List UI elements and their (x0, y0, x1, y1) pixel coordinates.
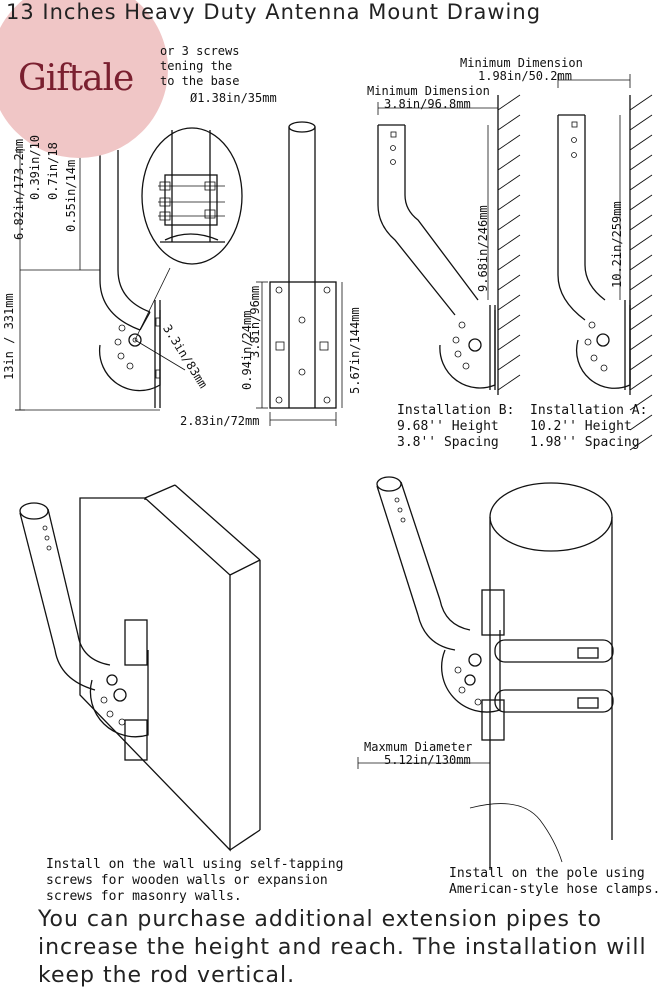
install-a-min-value: 1.98in/50.2mm (478, 69, 572, 83)
install-a-height-dim: 10.2in/259mm (610, 201, 624, 288)
wall-caption-2: screws for wooden walls or expansion (46, 873, 328, 888)
side-view-drawing (15, 149, 186, 411)
install-b-min-value: 3.8in/96.8mm (384, 97, 471, 111)
install-b-height-dim: 9.68in/246mm (476, 205, 490, 292)
brand-logo-text: Giftale (18, 58, 134, 99)
pipe-diameter-dim: Ø1.38in/35mm (190, 91, 277, 105)
bolt-detail-drawing (141, 127, 243, 265)
pole-max-value: 5.12in/130mm (384, 753, 471, 767)
install-b-min-label: Minimum Dimension (367, 84, 490, 98)
pole-caption-2: American-style hose clamps. (449, 882, 661, 897)
wall-caption-3: screws for masonry walls. (46, 889, 242, 904)
screw-note-line-1: or 3 screws (160, 44, 240, 58)
dim-10: 0.39in/10 (28, 134, 42, 200)
front-height-144-dim: 5.67in/144mm (348, 307, 362, 394)
extension-note: You can purchase additional extension pi… (38, 907, 647, 988)
page-title: 13 Inches Heavy Duty Antenna Mount Drawi… (6, 0, 542, 24)
pole-max-label: Maxmum Diameter (364, 740, 473, 754)
screw-note-line-3: to the base (160, 74, 240, 88)
front-view-drawing (256, 121, 343, 426)
wall-hatch-a (629, 94, 653, 451)
dim-18: 0.7in/18 (46, 142, 60, 200)
wall-caption-1: Install on the wall using self-tapping (46, 857, 344, 872)
install-b-caption-1: Installation B: (397, 403, 515, 418)
install-a-caption-1: Installation A: (530, 403, 648, 418)
pole-caption-1: Install on the pole using (449, 866, 645, 881)
brand-logo (0, 0, 168, 158)
install-b-caption-2: 9.68'' Height (397, 419, 499, 434)
install-a-caption-3: 1.98'' Spacing (530, 435, 640, 450)
screw-note-line-2: tening the (160, 59, 233, 73)
wall-installation-drawing (19, 484, 261, 852)
installation-b-drawing (377, 94, 521, 395)
install-a-caption-2: 10.2'' Height (530, 419, 632, 434)
front-width-72-dim: 2.83in/72mm (180, 414, 260, 428)
front-height-24-dim: 0.94in/24mm (240, 310, 254, 390)
installation-a-drawing (557, 74, 653, 451)
dim-14: 0.55in/14m (64, 159, 78, 232)
total-height-dim: 13in / 331mm (2, 293, 16, 380)
install-a-min-label: Minimum Dimension (460, 56, 583, 70)
wall-hatch-b (497, 94, 521, 391)
dim-173: 6.82in/173.2mm (12, 138, 26, 240)
pole-installation-drawing (357, 476, 614, 870)
install-b-caption-3: 3.8'' Spacing (397, 435, 499, 450)
